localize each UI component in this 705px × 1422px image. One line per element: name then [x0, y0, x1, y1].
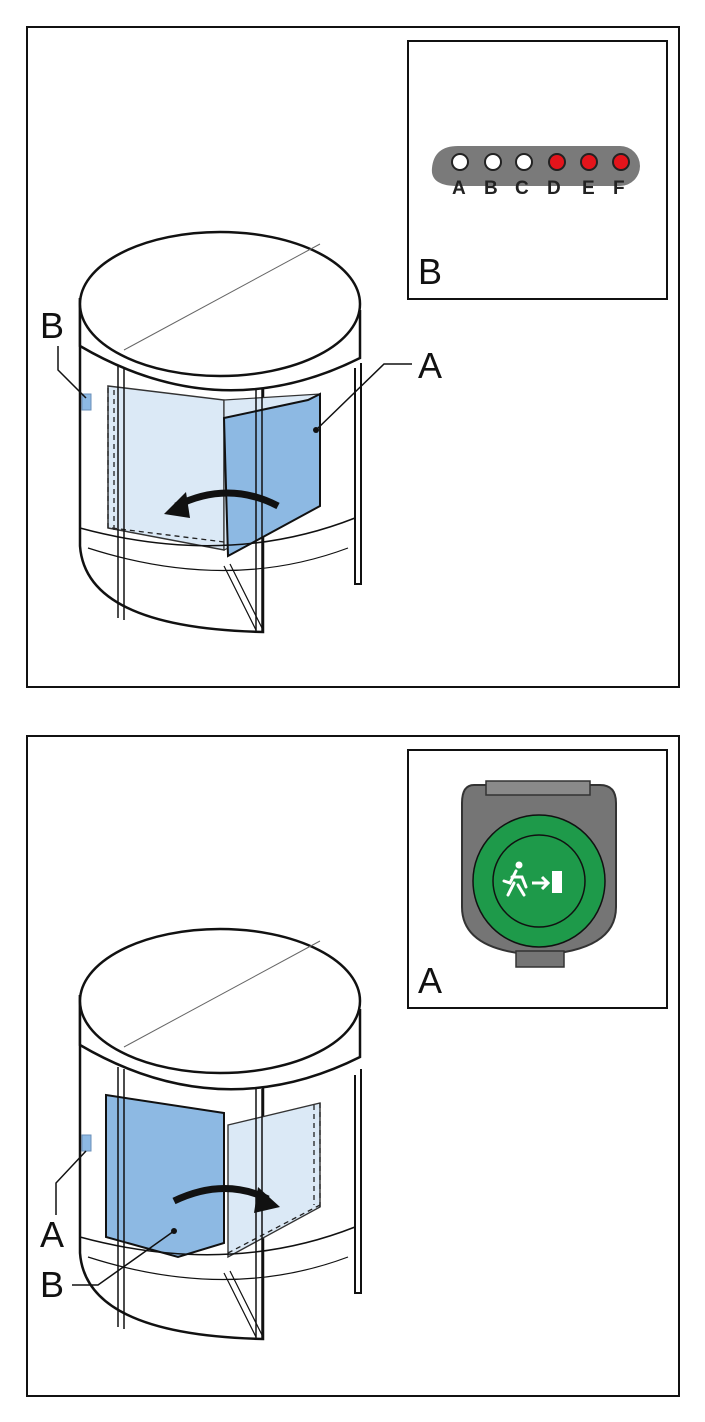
led-c: [515, 153, 533, 171]
top-figure-panel: B A A B C D E F B: [26, 26, 680, 688]
led-label-d: D: [547, 178, 561, 199]
floor-spoke: [223, 563, 263, 631]
callout-label-b: B: [40, 1264, 64, 1305]
callout-label-a: A: [418, 345, 442, 386]
housing-bottom-tab: [515, 950, 565, 968]
door-post-front: [255, 1089, 263, 1339]
exit-button-ring: [492, 834, 586, 928]
revolving-door-drawing-bottom: A B A: [40, 749, 668, 1341]
indicator-panel-marker: [81, 393, 92, 411]
led-label-e: E: [582, 178, 595, 199]
exit-button-marker: [81, 1134, 92, 1152]
callout-label-a: A: [40, 1214, 64, 1255]
canopy-top: [78, 927, 362, 1075]
wing-dashed-edge: [313, 1103, 321, 1207]
canopy-top: [78, 230, 362, 378]
leader-line-a: [55, 1150, 87, 1215]
glass-wing-right: [227, 1102, 321, 1259]
rotation-arrowhead: [254, 1187, 280, 1213]
floor-spoke: [223, 1270, 263, 1338]
leader-dot-a: [313, 427, 319, 433]
led-f: [612, 153, 630, 171]
housing-top-tab: [485, 780, 591, 796]
bottom-figure-panel: A B A: [26, 735, 680, 1397]
rotation-arrowhead: [164, 492, 190, 518]
wing-dashed-edge: [107, 388, 115, 532]
glass-wing-active: [105, 1093, 225, 1259]
leader-line-b: [57, 346, 87, 399]
led-b: [484, 153, 502, 171]
led-label-c: C: [515, 178, 529, 199]
door-post-left: [117, 1067, 125, 1329]
leader-line-a: [315, 363, 412, 431]
floor-dashed-line: [111, 527, 225, 543]
door-post-left: [117, 358, 125, 620]
led-label-a: A: [452, 178, 466, 199]
drum-right-post: [354, 1069, 362, 1294]
glass-wing-back-left: [107, 385, 225, 551]
canopy-seam: [123, 940, 321, 1048]
revolving-door-drawing-top: B A A B C D E F B: [40, 40, 668, 634]
inset-label-a: A: [418, 960, 442, 1001]
leader-line-b: [72, 1230, 175, 1286]
led-d: [548, 153, 566, 171]
drum-right-post: [354, 363, 362, 585]
inset-label-b: B: [418, 251, 442, 292]
led-label-b: B: [484, 178, 498, 199]
glass-wing-active: [222, 392, 321, 558]
callout-label-b: B: [40, 305, 64, 346]
led-label-f: F: [613, 178, 625, 199]
led-a: [451, 153, 469, 171]
canopy-seam: [123, 243, 321, 351]
door-post-front: [255, 380, 263, 632]
emergency-exit-icon: [502, 861, 562, 897]
led-e: [580, 153, 598, 171]
leader-dot-b: [171, 1228, 177, 1234]
